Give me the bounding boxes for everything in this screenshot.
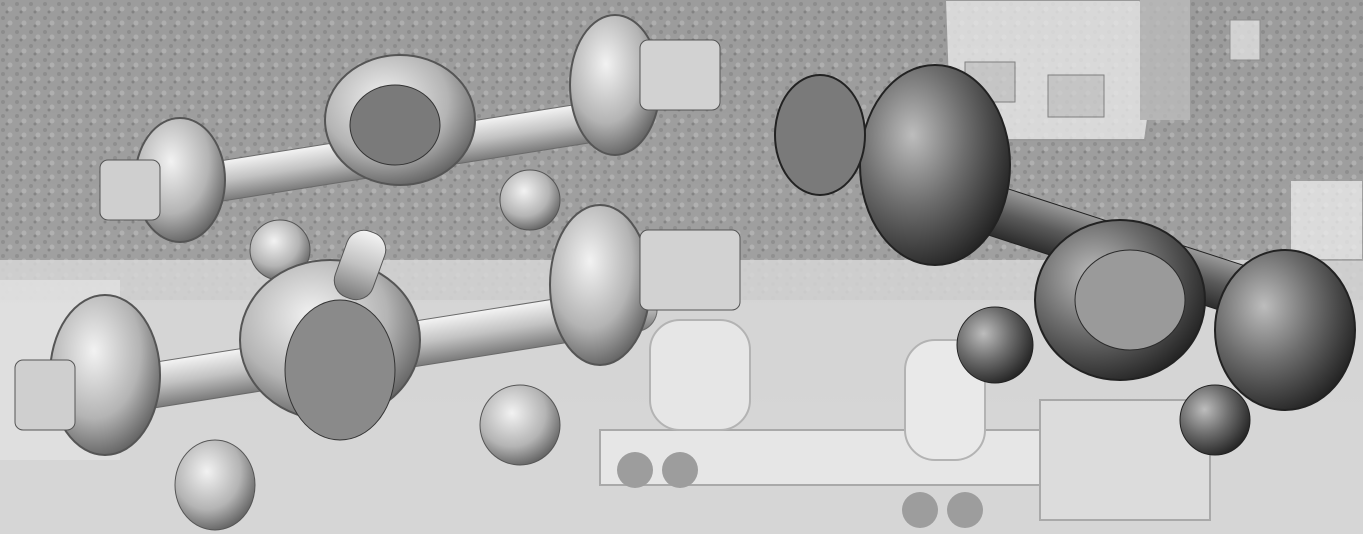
single-drive-axle [774,64,1356,456]
tandem-drive-axle-upper [99,14,721,281]
tandem-drive-axle-lower [14,204,741,531]
